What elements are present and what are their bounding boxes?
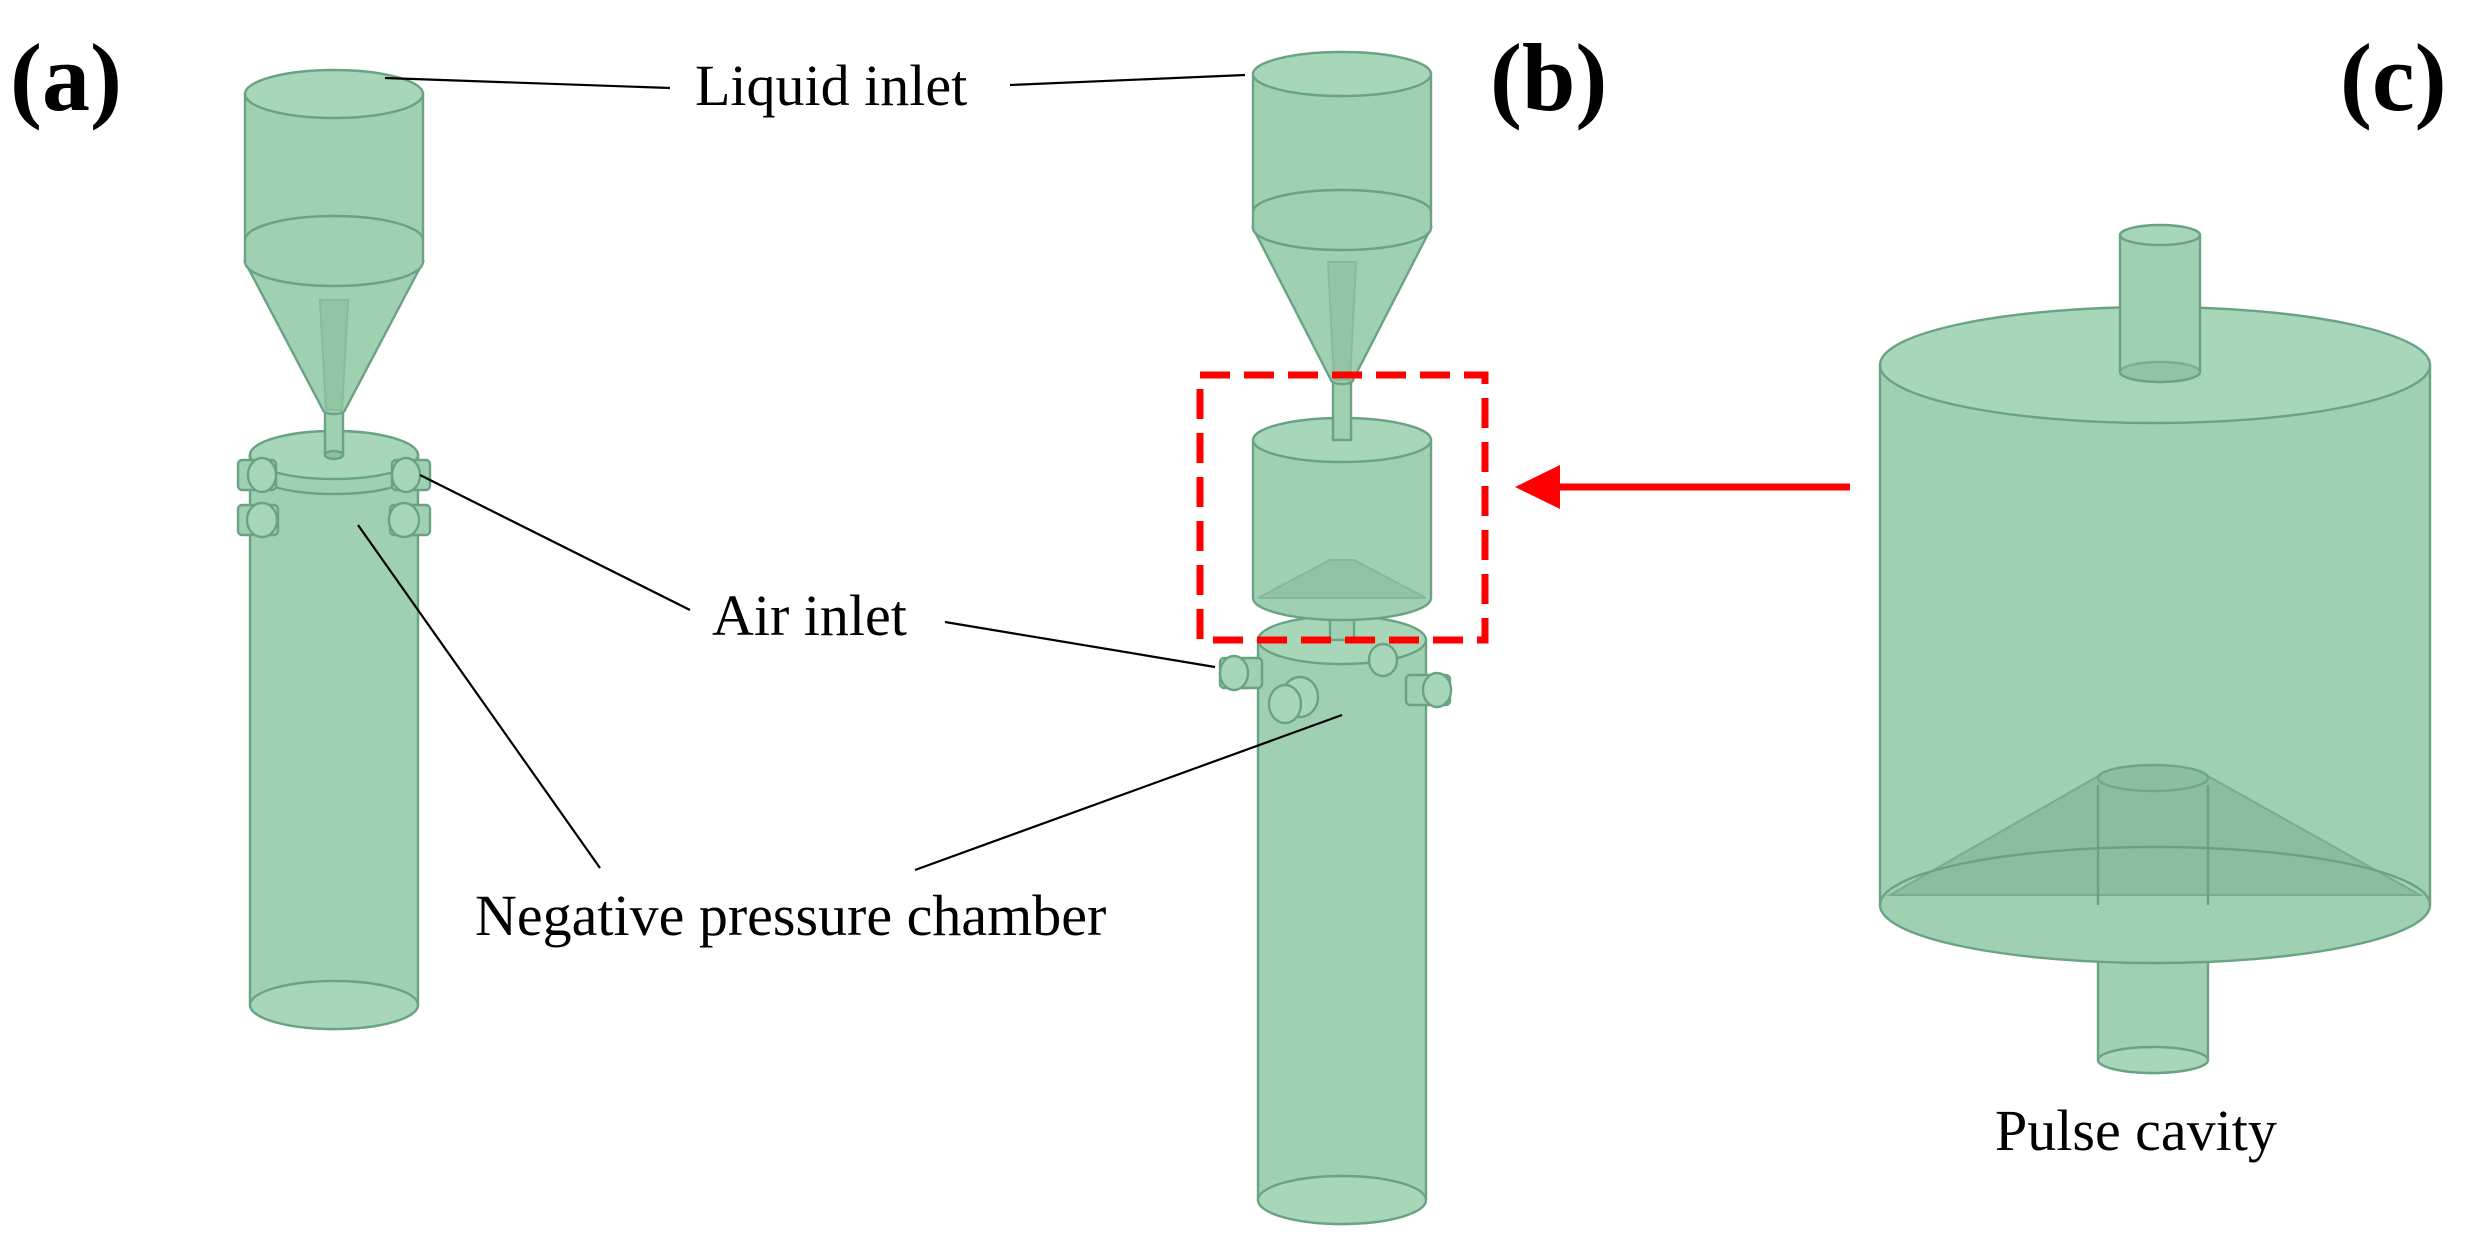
panel-b-model [1196,50,1489,1226]
leader-liquid-inlet-a [384,76,671,90]
panel-b-zoom-box [1196,371,1489,644]
panel-b-funnel-cone [1251,226,1433,386]
label-air-inlet: Air inlet [712,583,907,648]
panel-b-air-inlets [1218,642,1453,725]
panel-c-cavity-body [1878,363,2432,965]
panel-a-chamber-bottom [248,979,420,1031]
panel-a-model [236,68,432,1031]
panel-a-liquid-inlet-top [243,68,425,120]
panel-a-funnel-cone [243,260,425,416]
leader-air-inlet-b [944,620,1216,669]
panel-a-liquid-cylinder [243,92,425,288]
panel-a-neck-pipe [323,408,345,457]
leader-liquid-inlet-b [1009,73,1246,87]
panel-b-chamber-body [1256,638,1428,1226]
panel-b-liquid-inlet-top [1251,50,1433,98]
panel-label-b: (b) [1490,24,1607,131]
panel-label-a: (a) [10,24,122,131]
label-negative-pressure-chamber: Negative pressure chamber [475,883,1106,948]
zoom-arrow [1515,465,1850,509]
panel-c-top-pipe [2118,233,2202,384]
panel-label-c: (c) [2340,24,2447,131]
leader-chamber-b [914,713,1343,872]
panel-b-liquid-cylinder [1251,72,1433,252]
panel-b-pulse-cavity [1251,438,1433,622]
panel-a-chamber-body [248,453,420,1031]
leader-air-inlet-a [419,474,691,611]
leader-chamber-a [357,524,601,869]
leader-lines [357,73,1343,872]
label-liquid-inlet: Liquid inlet [695,53,967,118]
panel-b-chamber-bottom [1256,1174,1428,1226]
panel-b-upper-neck [1331,378,1353,442]
panel-a-air-inlets [236,456,432,539]
panel-c-model [1878,223,2432,1075]
label-pulse-cavity: Pulse cavity [1995,1098,2277,1163]
